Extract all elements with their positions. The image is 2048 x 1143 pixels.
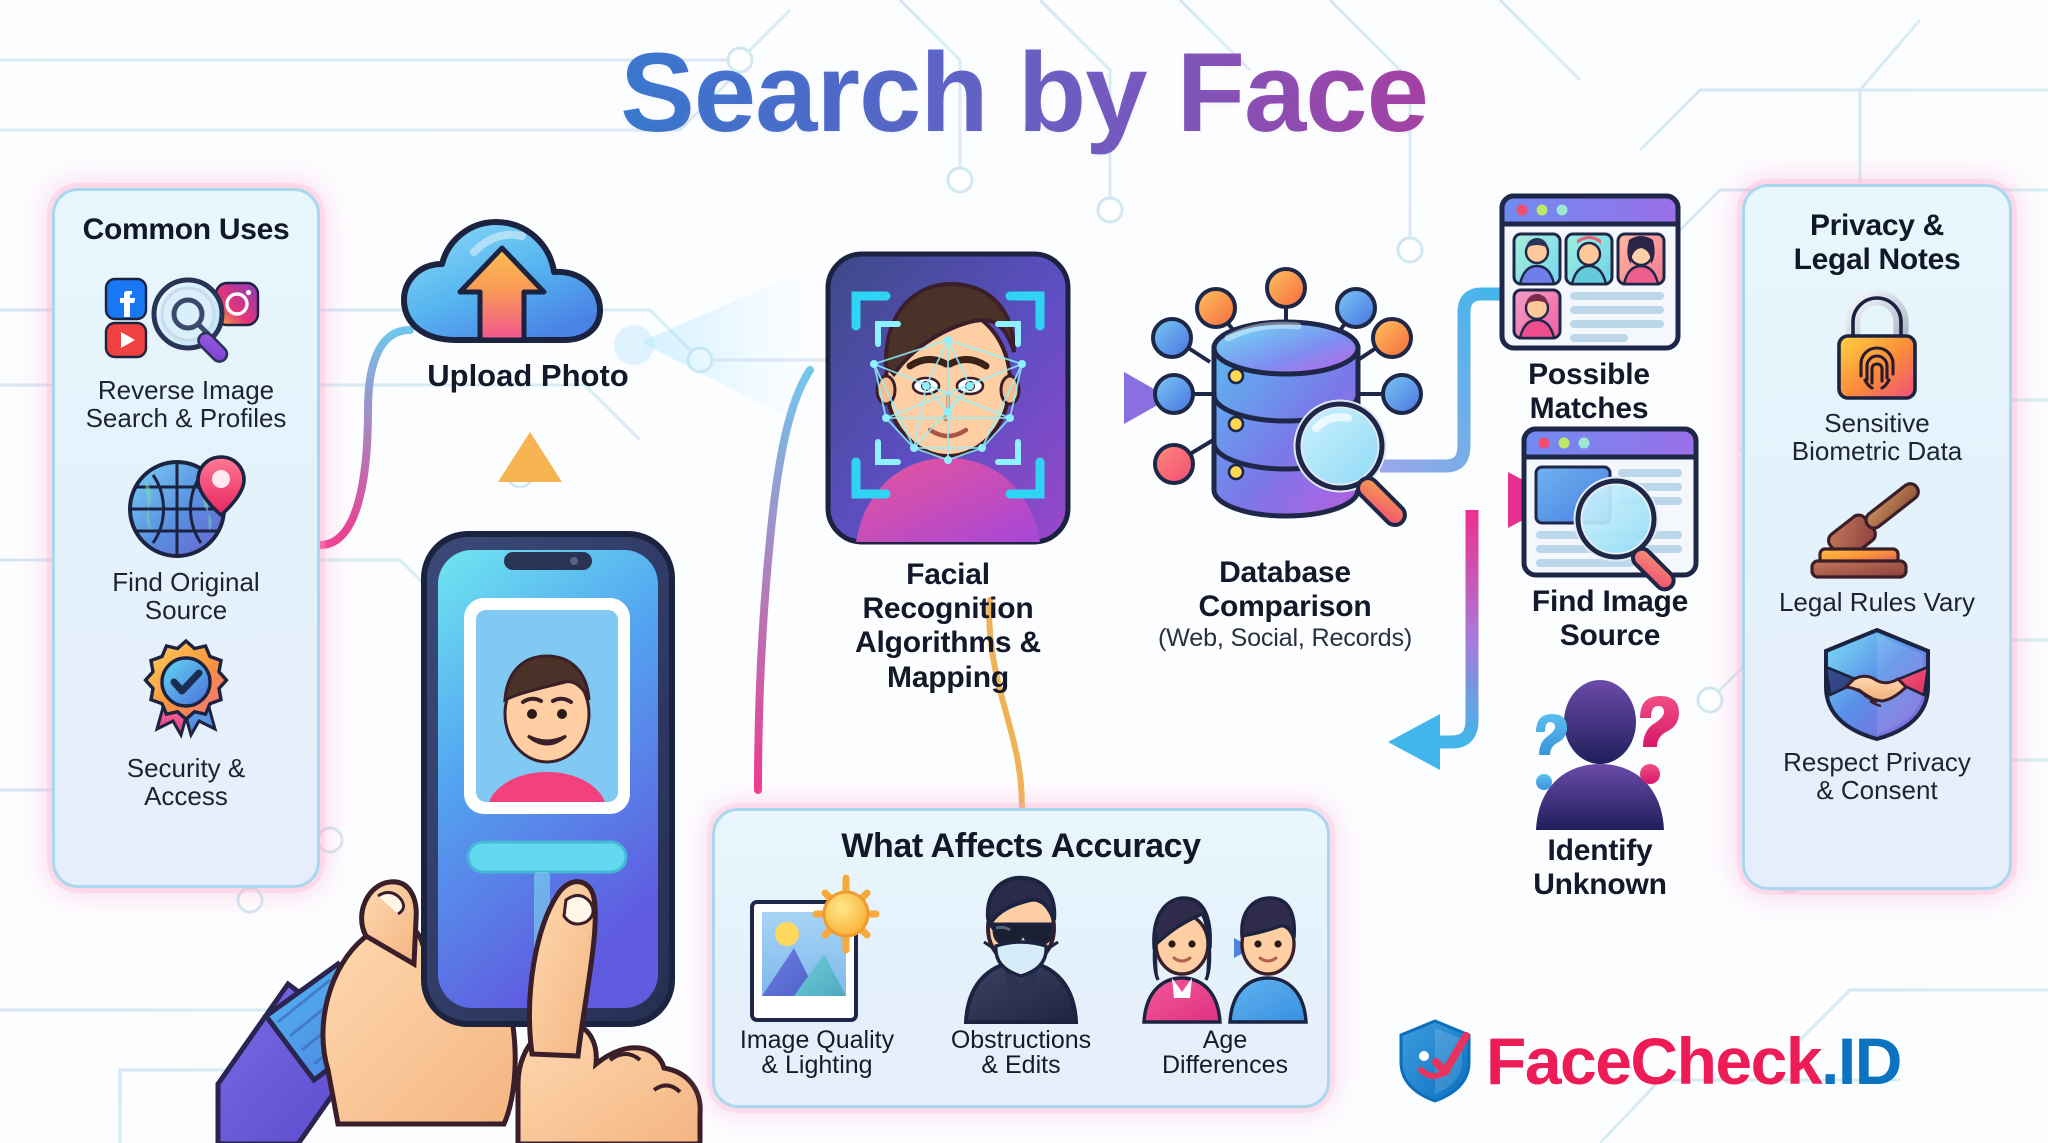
panel-common-uses-title: Common Uses [82,213,290,246]
output-find-image-source: Find Image Source [1520,425,1700,653]
accuracy-label-2-line1: Obstructions [950,1026,1092,1054]
brand-text: FaceCheck.ID [1486,1028,1902,1094]
unknown-person-icon [1536,680,1679,830]
facial-recognition-label: Facial Recognition Algorithms & Mapping [822,558,1074,695]
accuracy-item-obstructions: Obstructions & Edits [921,872,1121,1079]
panel-privacy-title-line2: Legal Notes [1793,242,1961,276]
social-search-icon [104,277,260,363]
find-image-line1: Find Image [1531,585,1689,618]
possible-matches-label: Possible Matches [1528,358,1650,426]
facial-recognition-group: Facial Recognition Algorithms & Mapping [822,248,1074,695]
common-use-item-security-access: Security & Access [55,637,317,811]
facial-label-line3: Mapping [887,660,1009,694]
upload-photo-label: Upload Photo [427,358,629,393]
accuracy-item-age-differences: Age Differences [1125,872,1325,1079]
upload-photo-group: Upload Photo [398,212,658,394]
page-title: Search by Face [0,28,2048,157]
database-label-line1: Database [1219,556,1351,589]
browser-profiles-icon [1499,193,1681,351]
accuracy-label-1-line2: & Lighting [761,1050,873,1079]
panel-privacy-legal: Privacy & Legal Notes [1742,184,2012,890]
shield-handshake-icon [1824,627,1930,741]
hand-holding-phone-icon [215,531,703,1143]
panel-common-uses: Common Uses [52,188,320,888]
database-label-line2: Comparison [1198,590,1372,624]
panel-privacy-title-line1: Privacy & [1809,209,1945,242]
database-label: Database Comparison (Web, Social, Record… [1140,556,1430,653]
accuracy-item-image-quality: Image Quality & Lighting [717,872,917,1079]
common-use-label-3-line1: Security & [126,753,246,784]
brand-name: FaceCheck [1486,1024,1823,1098]
output-possible-matches: Possible Matches [1498,192,1704,426]
common-use-item-reverse-image-search: Reverse Image Search & Profiles [55,261,317,433]
accuracy-label-3-line2: Differences [1162,1050,1288,1079]
privacy-label-1-line1: Sensitive [1824,408,1930,439]
facial-label-line1: Facial Recognition [862,558,1034,626]
database-label-sub: (Web, Social, Records) [1157,624,1413,653]
identify-unknown-line1: Identify [1547,834,1653,867]
find-image-source-label: Find Image Source [1520,585,1700,653]
identify-unknown-label: Identify Unknown [1500,834,1700,902]
search-button [466,840,628,874]
gavel-icon [1810,481,1920,579]
cloud-upload-icon [401,219,603,343]
common-use-label-2-line1: Find Original [112,566,260,597]
verified-badge-icon [143,638,229,740]
brand-logo[interactable]: FaceCheck.ID [1396,1018,1902,1104]
brand-tld: .ID [1821,1024,1902,1098]
accuracy-label-3-line1: Age [1202,1026,1248,1054]
privacy-item-biometric-data: Sensitive Biometric Data [1745,286,2009,466]
common-use-label-1-line1: Reverse Image [97,374,275,405]
privacy-item-legal-rules: Legal Rules Vary [1745,479,2009,617]
database-group: Database Comparison (Web, Social, Record… [1140,248,1430,653]
browser-image-search-icon [1521,426,1699,592]
accuracy-label-1-line1: Image Quality [739,1026,895,1054]
common-use-item-find-original-source: Find Original Source [55,447,317,625]
facecheck-shield-icon [1399,1019,1471,1103]
photo-sun-icon [750,874,880,1022]
privacy-label-2-line1: Legal Rules Vary [1778,586,1976,617]
face-scan-icon [825,251,1071,545]
common-use-label-3-line2: Access [144,781,228,812]
accuracy-label-2-line2: & Edits [981,1050,1061,1079]
masked-person-icon [963,875,1079,1024]
common-use-label-2-line2: Source [144,595,228,626]
privacy-item-respect-consent: Respect Privacy & Consent [1745,625,2009,805]
privacy-label-3-line1: Respect Privacy [1783,746,1971,777]
database-search-icon [1151,267,1423,528]
lock-fingerprint-icon [1837,290,1917,400]
age-progression-icon [1142,896,1308,1024]
accuracy-card: What Affects Accuracy [712,808,1330,1108]
globe-pin-icon [128,455,246,558]
privacy-label-1-line2: Biometric Data [1791,436,1963,467]
common-use-label-1-line2: Search & Profiles [85,402,287,433]
privacy-label-3-line2: & Consent [1816,774,1938,805]
accuracy-card-title: What Affects Accuracy [841,827,1201,865]
identify-unknown-line2: Unknown [1533,868,1667,902]
output-identify-unknown: Identify Unknown [1500,672,1700,902]
find-image-line2: Source [1559,619,1661,653]
portrait-photo [489,654,605,802]
facial-label-line2: Algorithms & [855,626,1041,660]
